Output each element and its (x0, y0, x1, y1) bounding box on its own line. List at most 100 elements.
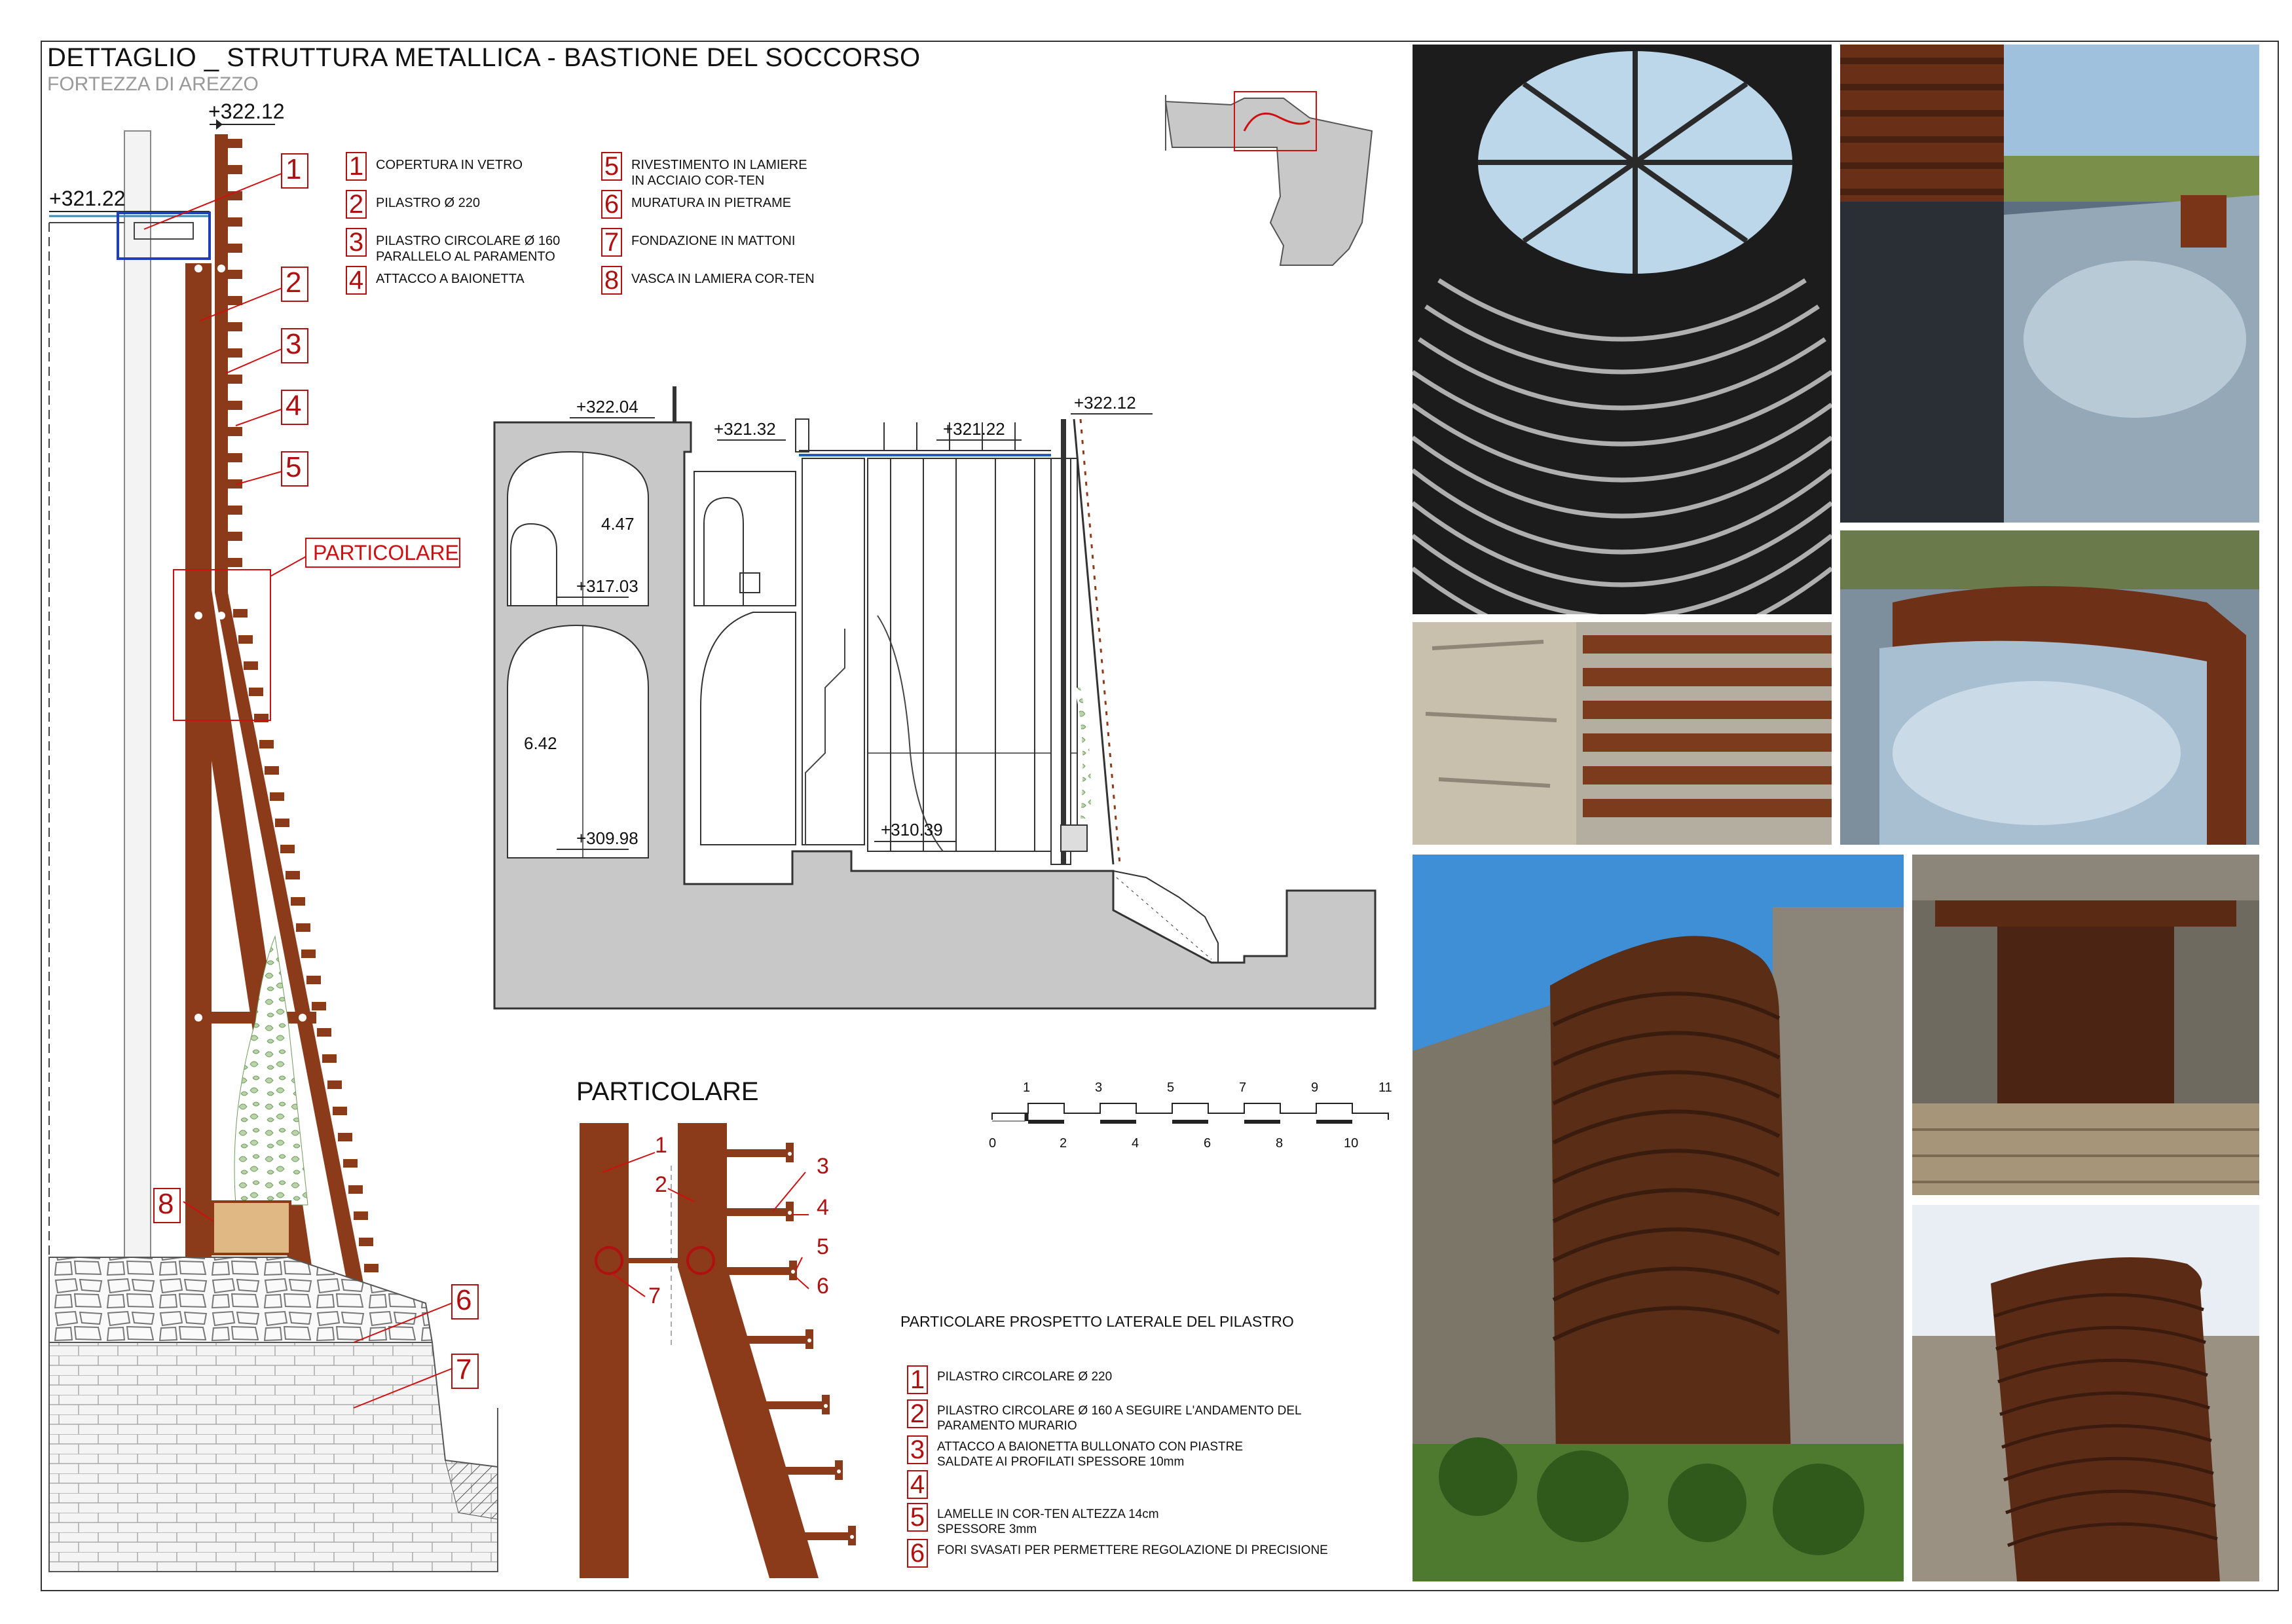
scale-label: 5 (1167, 1080, 1175, 1095)
legend-item-5: 5 RIVESTIMENTO IN LAMIERE IN ACCIAIO COR-… (601, 152, 807, 189)
photo-door (1912, 855, 2259, 1195)
detail-callout-2: 2 (655, 1172, 667, 1197)
elevation-slats-inclined (233, 609, 379, 1272)
particolare-tag: PARTICOLARE (313, 541, 459, 564)
legend-item-4: 4 ATTACCO A BAIONETTA (346, 266, 525, 295)
detail-legend-item-3: 3 ATTACCO A BAIONETTA BULLONATO CON PIAST… (907, 1435, 1243, 1469)
scale-label: 3 (1095, 1080, 1103, 1095)
elevation-callout-1: 1 (286, 153, 302, 185)
sheet-frame (41, 41, 2279, 1591)
photo-tower-top (1912, 1205, 2259, 1581)
detail-legend-title: PARTICOLARE PROSPETTO LATERALE DEL PILAS… (900, 1313, 1294, 1330)
sheet-title: DETTAGLIO _ STRUTTURA METALLICA - BASTIO… (47, 43, 921, 72)
section-drawing (493, 386, 1377, 1010)
elevation-callout-7: 7 (456, 1354, 472, 1386)
legend-number: 8 (601, 266, 622, 295)
detail-legend-item-2: 2 PILASTRO CIRCOLARE Ø 160 A SEGUIRE L'AN… (907, 1399, 1302, 1433)
elevation-callout-6: 6 (456, 1284, 472, 1316)
legend-item-8: 8 VASCA IN LAMIERA COR-TEN (601, 266, 815, 295)
detail-drawing (580, 1123, 856, 1578)
legend-label: PILASTRO CIRCOLARE Ø 160 A SEGUIRE L'AND… (937, 1404, 1302, 1433)
detail-title: PARTICOLARE (576, 1077, 759, 1106)
legend-number: 6 (601, 190, 622, 219)
section-dim-upper: 4.47 (601, 514, 635, 534)
legend-number: 6 (907, 1539, 928, 1568)
section-level-5: +317.03 (576, 576, 638, 596)
legend-label: ATTACCO A BAIONETTA BULLONATO CON PIASTR… (937, 1440, 1244, 1469)
legend-number: 5 (601, 152, 622, 181)
elevation-callout-2: 2 (286, 267, 302, 299)
detail-arms (727, 1149, 855, 1540)
legend-label: PILASTRO CIRCOLARE Ø 220 (937, 1370, 1113, 1384)
legend-number: 3 (907, 1435, 928, 1464)
legend-label: ATTACCO A BAIONETTA (376, 272, 525, 286)
scale-label: 1 (1023, 1080, 1031, 1095)
detail-legend-item-1: 1 PILASTRO CIRCOLARE Ø 220 (907, 1365, 1112, 1394)
legend-item-2: 2 PILASTRO Ø 220 (346, 190, 480, 219)
legend-number: 4 (346, 266, 367, 295)
legend-label: FONDAZIONE IN MATTONI (631, 234, 796, 248)
detail-legend-item-6: 6 FORI SVASATI PER PERMETTERE REGOLAZIONE… (907, 1539, 1328, 1568)
legend-number: 3 (346, 228, 367, 257)
photo-glass-floor (1840, 45, 2259, 523)
scale-label: 10 (1344, 1136, 1359, 1151)
detail-callout-6: 6 (817, 1274, 829, 1299)
photo-slats-masonry (1413, 622, 1832, 845)
legend-item-1: 1 COPERTURA IN VETRO (346, 152, 523, 181)
detail-callout-7: 7 (648, 1283, 661, 1308)
detail-callout-1: 1 (655, 1133, 667, 1158)
legend-label: RIVESTIMENTO IN LAMIERE IN ACCIAIO COR-T… (631, 158, 807, 188)
legend-number: 1 (346, 152, 367, 181)
section-level-7: +310.39 (881, 820, 943, 840)
legend-label: FORI SVASATI PER PERMETTERE REGOLAZIONE … (937, 1543, 1328, 1557)
legend-number: 1 (907, 1365, 928, 1394)
legend-number: 2 (346, 190, 367, 219)
detail-callout-3: 3 (817, 1154, 829, 1179)
scale-bar (991, 1103, 1389, 1124)
elevation-leaders (143, 173, 453, 1409)
elevation-callout-8: 8 (158, 1188, 174, 1220)
legend-number: 5 (907, 1503, 928, 1532)
section-level-6: +309.98 (576, 828, 638, 848)
detail-callout-4: 4 (817, 1195, 829, 1220)
detail-legend-item-4: 4 (907, 1470, 937, 1499)
scale-label: 0 (989, 1136, 997, 1151)
legend-label: LAMELLE IN COR-TEN ALTEZZA 14cm SPESSORE… (937, 1507, 1159, 1536)
scale-label: 4 (1132, 1136, 1139, 1151)
photo-tower-exterior (1413, 855, 1904, 1581)
section-level-1: +322.04 (576, 397, 638, 416)
scale-label: 9 (1311, 1080, 1319, 1095)
detail-callout-5: 5 (817, 1234, 829, 1259)
legend-label: MURATURA IN PIETRAME (631, 196, 792, 210)
legend-label: COPERTURA IN VETRO (376, 158, 523, 172)
elevation-level-glass: +321.22 (49, 187, 126, 210)
legend-label: VASCA IN LAMIERA COR-TEN (631, 272, 815, 286)
section-level-4: +322.12 (1074, 393, 1136, 413)
detail-legend-item-5: 5 LAMELLE IN COR-TEN ALTEZZA 14cm SPESSOR… (907, 1503, 1159, 1537)
legend-number: 4 (907, 1470, 928, 1499)
scale-label: 11 (1378, 1080, 1392, 1095)
photo-interior-skylight (1413, 45, 1832, 614)
section-dim-lower: 6.42 (524, 733, 557, 753)
elevation-level-top: +322.12 (208, 100, 285, 123)
elevation-slats (228, 139, 242, 567)
elevation-drawing (48, 119, 498, 1572)
legend-label: PILASTRO Ø 220 (376, 196, 480, 210)
section-level-3: +321.22 (943, 419, 1005, 439)
key-plan (1164, 91, 1373, 266)
elevation-callout-5: 5 (286, 451, 302, 483)
scale-label: 2 (1060, 1136, 1067, 1151)
section-level-2: +321.32 (714, 419, 776, 439)
elevation-callout-3: 3 (286, 328, 302, 360)
sheet-subtitle: FORTEZZA DI AREZZO (47, 73, 259, 95)
photo-tower-above (1840, 530, 2259, 845)
scale-label: 6 (1204, 1136, 1211, 1151)
legend-item-7: 7 FONDAZIONE IN MATTONI (601, 228, 795, 257)
scale-label: 7 (1239, 1080, 1247, 1095)
elevation-callout-4: 4 (286, 390, 302, 422)
legend-number: 7 (601, 228, 622, 257)
legend-number: 2 (907, 1399, 928, 1428)
scale-label: 8 (1276, 1136, 1284, 1151)
